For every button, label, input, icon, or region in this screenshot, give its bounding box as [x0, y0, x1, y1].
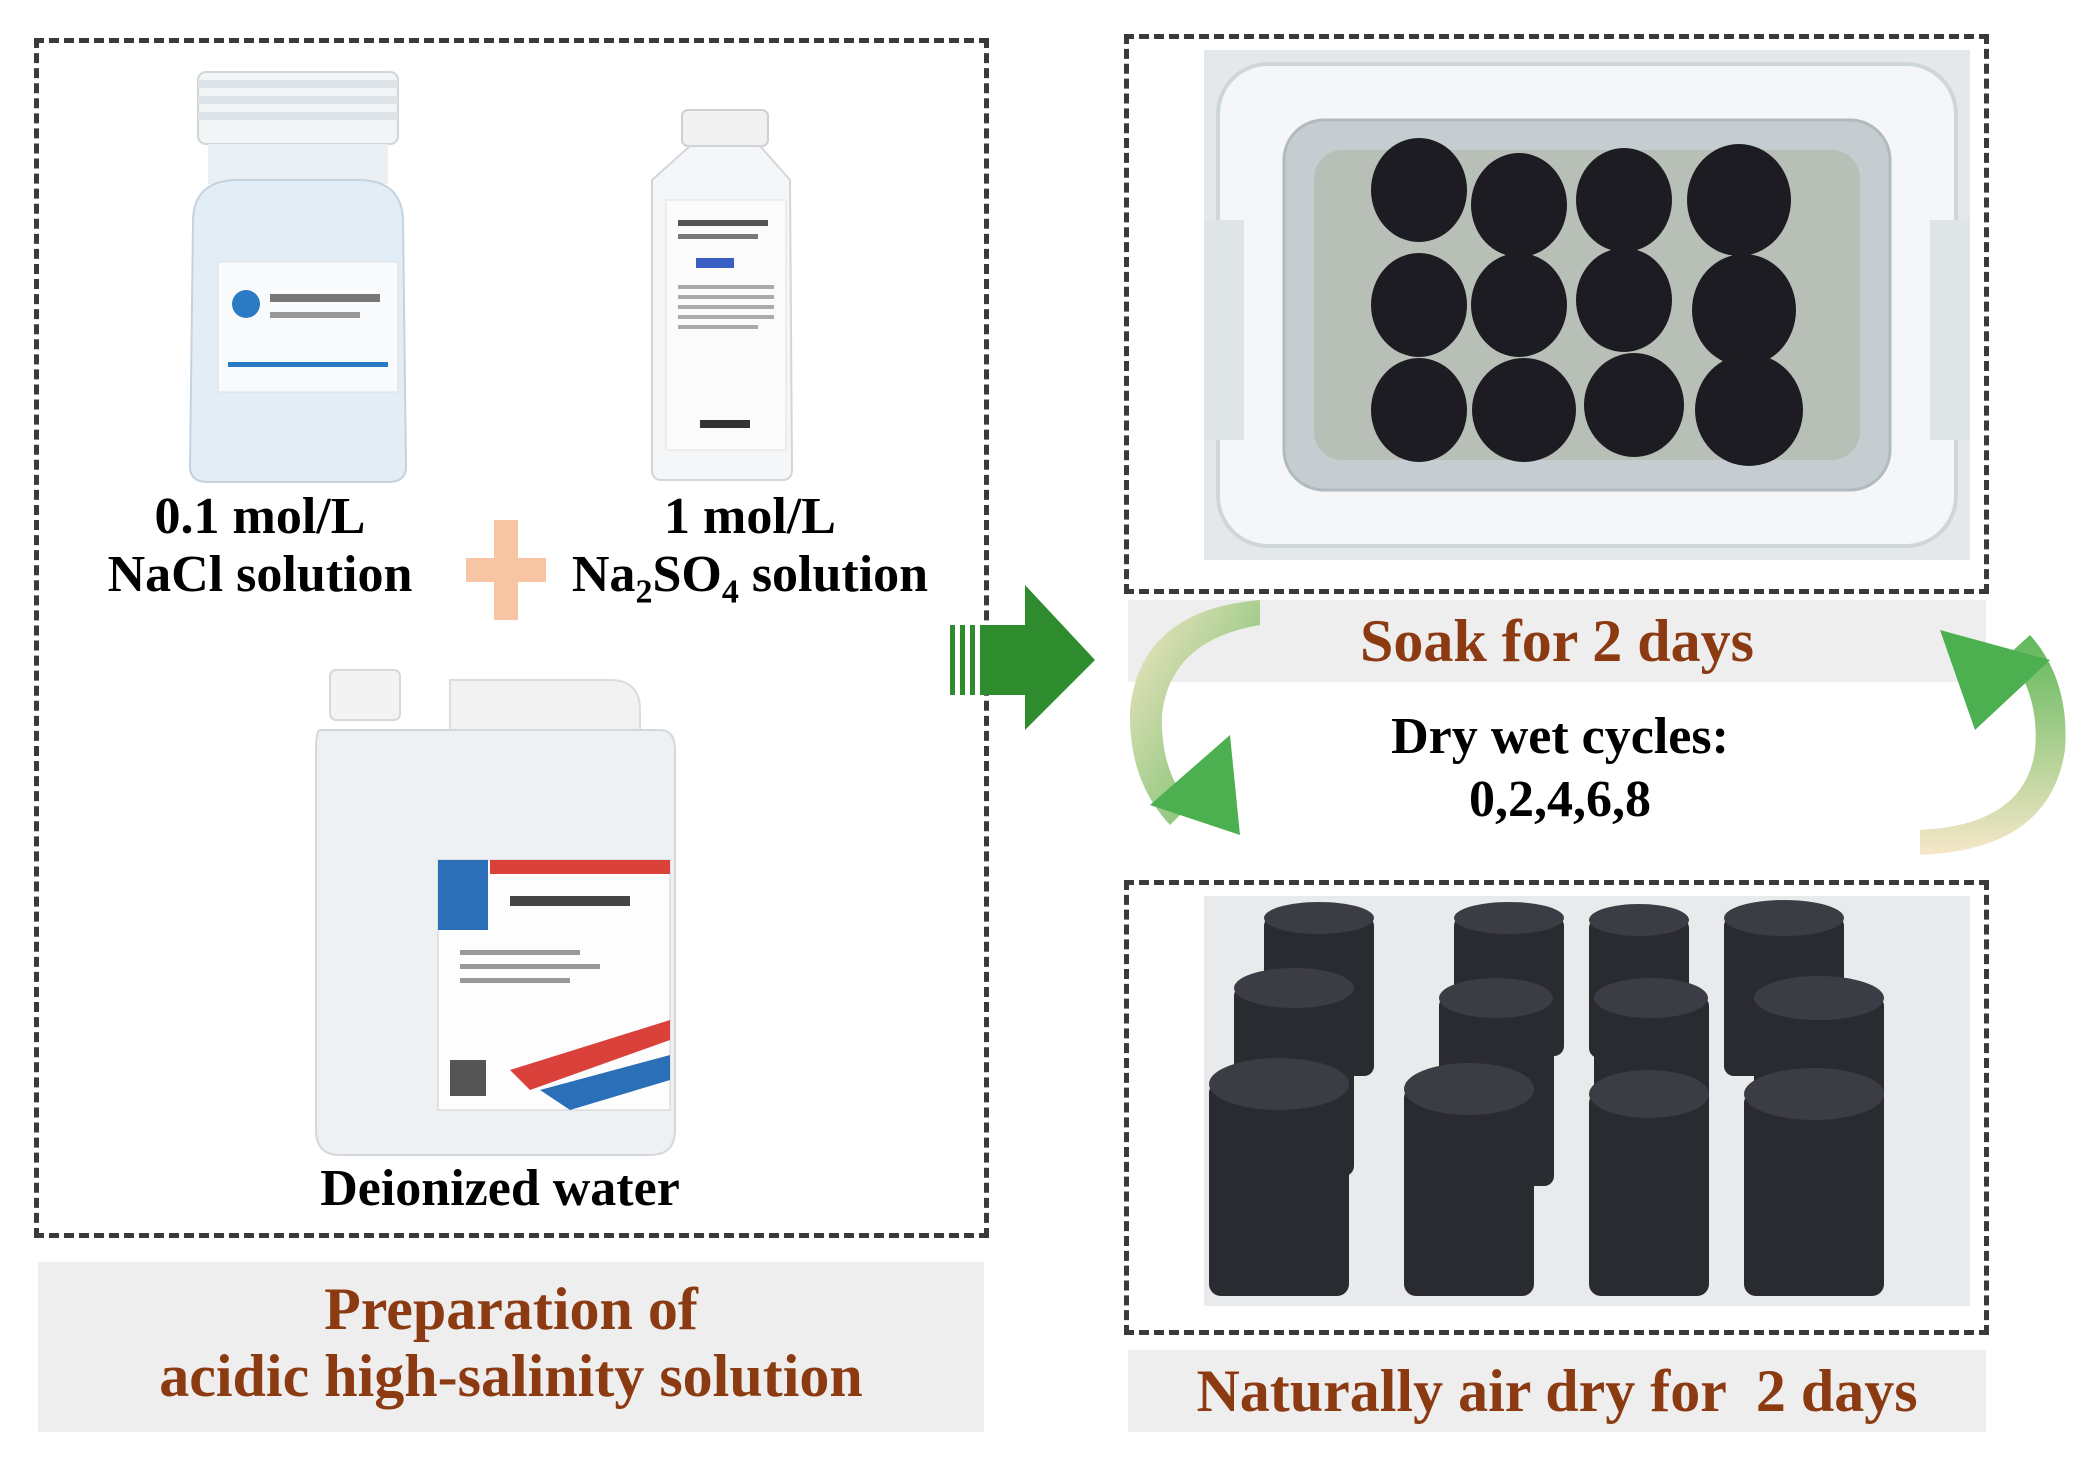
preparation-caption: Preparation of acidic high-salinity solu…	[38, 1262, 984, 1432]
soaking-container-photo	[1204, 50, 1970, 560]
plus-icon	[466, 520, 546, 620]
soak-caption: Soak for 2 days	[1128, 600, 1986, 682]
right-arrow-icon	[950, 585, 1095, 730]
air-dry-caption: Naturally air dry for 2 days	[1128, 1350, 1986, 1432]
na2so4-bottle-photo	[651, 109, 794, 481]
cycle-arrow-down-icon	[1129, 600, 1260, 835]
nacl-label: 0.1 mol/L NaCl solution	[80, 488, 440, 604]
preparation-caption-line2: acidic high-salinity solution	[159, 1343, 863, 1410]
na2so4-label: 1 mol/L Na2SO4 solution	[540, 488, 960, 612]
dried-specimens-photo	[1204, 896, 1970, 1306]
dry-wet-cycles-title: Dry wet cycles:	[1391, 708, 1729, 765]
dry-wet-cycles-values: 0,2,4,6,8	[1469, 771, 1651, 829]
cycle-arrow-up-icon	[1920, 630, 2066, 855]
nacl-concentration: 0.1 mol/L	[154, 488, 366, 545]
na2so4-name: Na2SO4 solution	[571, 546, 929, 611]
deionized-water-jug-photo	[315, 669, 676, 1156]
na2so4-concentration: 1 mol/L	[664, 488, 836, 545]
dry-wet-cycles-label: Dry wet cycles: 0,2,4,6,8	[1300, 705, 1820, 832]
nacl-bottle-photo	[188, 71, 408, 483]
preparation-caption-line1: Preparation of	[324, 1276, 698, 1342]
soak-photo-frame	[1124, 34, 1989, 594]
nacl-name: NaCl solution	[107, 546, 413, 604]
dry-photo-frame	[1124, 880, 1989, 1335]
deionized-water-label: Deionized water	[320, 1160, 680, 1217]
